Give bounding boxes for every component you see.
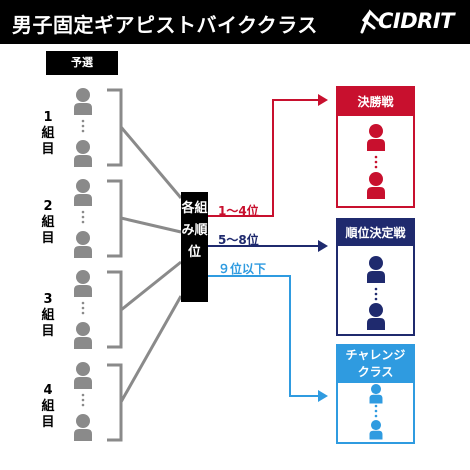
person-icon [367,256,385,283]
arrow-blue-head [318,390,328,402]
person-icon [74,231,92,258]
ellipsis-icon [81,210,85,224]
challenge-box: チャレンジ クラス [336,344,415,444]
arrow-red-head [318,94,328,106]
placement-box: 順位決定戦 [336,218,415,336]
final-title: 決勝戦 [338,88,413,116]
arrow-label-9-below: ９位以下 [218,262,267,276]
placement-title: 順位決定戦 [338,220,413,246]
person-icon [74,270,92,297]
connector-2 [120,216,182,234]
group-2-label: 2組目 [41,199,55,246]
ellipsis-icon [374,287,378,301]
group-3-label: 3組目 [41,292,55,339]
logo: CIDRIT [358,6,462,38]
ellipsis-icon [81,119,85,133]
ranking-box: 各組み順位 [181,192,208,302]
player-icons [74,88,92,441]
header-title: 男子固定ギアピストバイククラス [12,13,318,37]
ellipsis-icon [374,155,378,169]
final-box: 決勝戦 [336,86,415,208]
group-4-bracket [107,363,123,442]
person-icon [74,179,92,206]
logo-text: CIDRIT [378,9,454,33]
person-icon [74,88,92,115]
ellipsis-icon [374,404,378,418]
person-icon [74,362,92,389]
ellipsis-icon [81,393,85,407]
header-bar: 男子固定ギアピストバイククラス CIDRIT [0,0,470,44]
arrow-red-line [208,99,318,217]
person-icon [74,140,92,167]
ellipsis-icon [81,301,85,315]
person-icon [74,414,92,441]
arrow-navy-head [318,240,328,252]
connector-1 [119,126,183,199]
person-icon [369,384,383,404]
group-brackets [107,88,183,442]
person-icon [367,124,385,151]
logo-bike-icon [360,9,380,34]
preliminary-label: 予選 [46,51,118,75]
connector-4 [119,295,183,403]
person-icon [367,172,385,199]
connector-3 [120,260,182,312]
person-icon [369,420,383,440]
group-1-label: 1組目 [41,110,55,157]
challenge-title: チャレンジ クラス [338,346,413,383]
person-icon [367,303,385,330]
result-player-icons [367,124,385,440]
arrow-label-5-8: 5～8位 [218,233,259,247]
group-4-label: 4組目 [41,383,55,430]
arrow-label-top4: 1～4位 [218,204,259,218]
person-icon [74,322,92,349]
arrow-blue-line [208,275,318,397]
